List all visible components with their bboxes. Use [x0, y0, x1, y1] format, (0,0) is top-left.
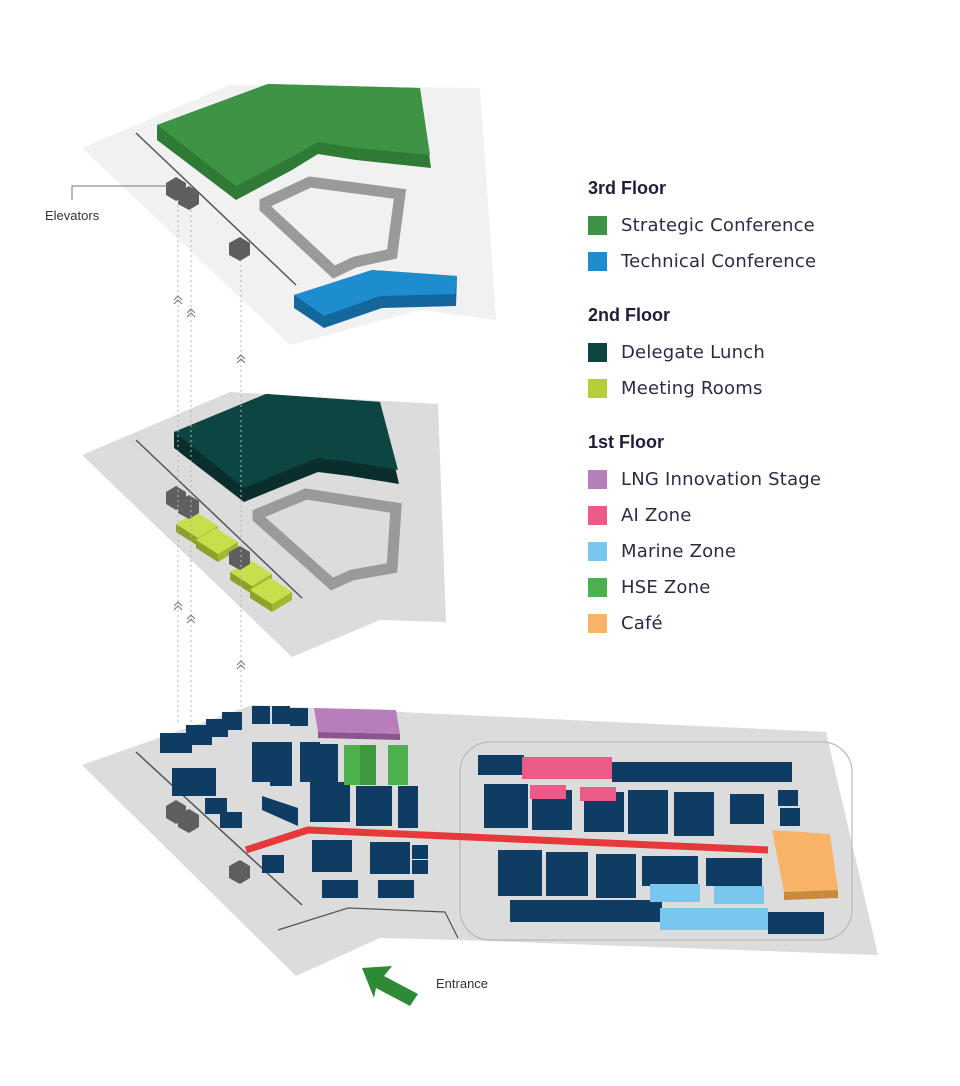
- legend-swatch: [588, 342, 607, 362]
- legend-heading: 1st Floor: [588, 432, 665, 452]
- entrance-arrow-icon: [362, 966, 418, 1006]
- legend-heading: 2nd Floor: [588, 305, 670, 325]
- marine-zone-area[interactable]: [650, 884, 768, 930]
- legend-heading: 3rd Floor: [588, 178, 667, 198]
- booths-left[interactable]: [160, 706, 428, 898]
- floor-2-elevators: [166, 486, 250, 570]
- legend-swatch: [588, 541, 607, 561]
- elevators-callout-line: [71, 185, 168, 200]
- legend-label: Technical Conference: [621, 250, 817, 272]
- legend-item-technical-conference[interactable]: Technical Conference: [588, 243, 948, 279]
- floor-3-courtyard: [259, 176, 407, 279]
- floor-1-elevators: [166, 800, 250, 884]
- legend-group-2nd-floor: 2nd Floor Delegate Lunch Meeting Rooms: [588, 305, 948, 406]
- legend-swatch: [588, 469, 607, 489]
- legend-item-meeting-rooms[interactable]: Meeting Rooms: [588, 370, 948, 406]
- legend-label: Café: [621, 612, 663, 634]
- entrance-label: Entrance: [436, 976, 489, 991]
- floor-2: [82, 392, 446, 657]
- legend-label: LNG Innovation Stage: [621, 468, 822, 490]
- legend-label: Meeting Rooms: [621, 377, 763, 399]
- legend-label: Strategic Conference: [621, 214, 815, 236]
- legend-swatch: [588, 577, 607, 597]
- up-arrows: [173, 295, 246, 670]
- floor-3: [82, 84, 496, 345]
- legend-group-3rd-floor: 3rd Floor Strategic Conference Technical…: [588, 178, 948, 279]
- legend-group-1st-floor: 1st Floor LNG Innovation Stage AI Zone M…: [588, 432, 948, 641]
- legend-label: Delegate Lunch: [621, 341, 765, 363]
- legend: 3rd Floor Strategic Conference Technical…: [588, 178, 948, 667]
- legend-item-delegate-lunch[interactable]: Delegate Lunch: [588, 334, 948, 370]
- floor-1: [82, 705, 878, 1006]
- ai-zone-area[interactable]: [522, 757, 616, 801]
- legend-label: AI Zone: [621, 504, 692, 526]
- lng-innovation-stage-area[interactable]: [314, 708, 400, 740]
- floor-3-elevators: [166, 177, 250, 261]
- legend-item-lng-innovation-stage[interactable]: LNG Innovation Stage: [588, 461, 948, 497]
- legend-item-hse-zone[interactable]: HSE Zone: [588, 569, 948, 605]
- legend-swatch: [588, 378, 607, 398]
- legend-item-cafe[interactable]: Café: [588, 605, 948, 641]
- legend-item-marine-zone[interactable]: Marine Zone: [588, 533, 948, 569]
- elevators-label: Elevators: [45, 208, 100, 223]
- legend-swatch: [588, 251, 607, 271]
- legend-label: Marine Zone: [621, 540, 737, 562]
- legend-swatch: [588, 505, 607, 525]
- technical-conference-area[interactable]: [294, 270, 457, 328]
- delegate-lunch-area[interactable]: [174, 394, 399, 502]
- legend-item-ai-zone[interactable]: AI Zone: [588, 497, 948, 533]
- cafe-area[interactable]: [772, 830, 838, 900]
- floor-2-courtyard: [252, 488, 402, 591]
- legend-swatch: [588, 215, 607, 235]
- legend-item-strategic-conference[interactable]: Strategic Conference: [588, 207, 948, 243]
- route-path: [244, 826, 769, 854]
- legend-label: HSE Zone: [621, 576, 711, 598]
- strategic-conference-area[interactable]: [157, 84, 431, 200]
- hse-zone-area[interactable]: [344, 745, 408, 785]
- legend-swatch: [588, 613, 607, 633]
